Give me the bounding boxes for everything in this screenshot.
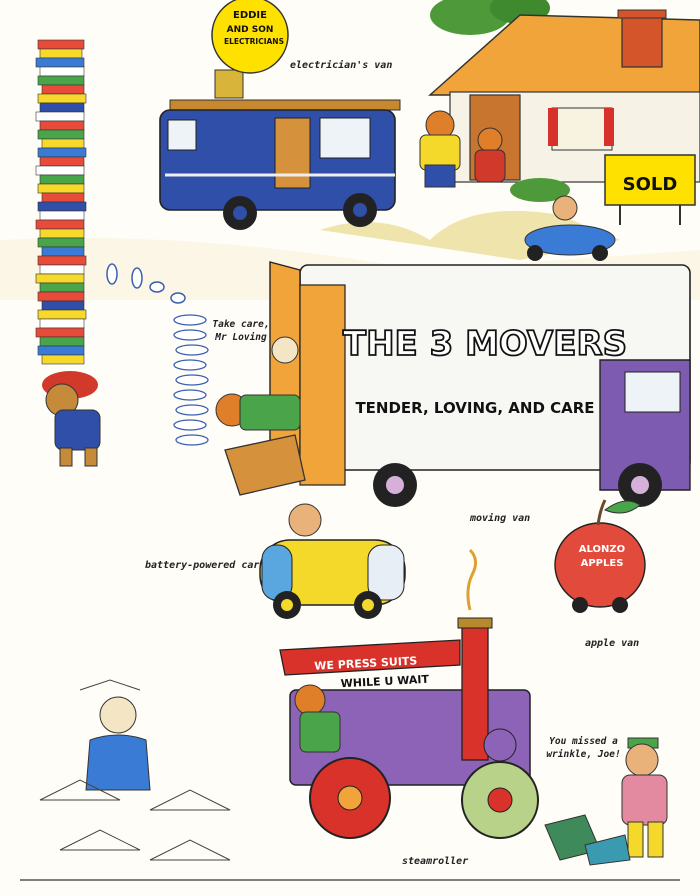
battery-car [259,503,406,619]
rabbit-blue-car [524,195,616,261]
moving-van: THE 3 MOVERS TENDER, LOVING, AND CARE [269,261,691,507]
dog-mover [42,371,101,467]
movers-slogan: TENDER, LOVING, AND CARE [355,399,594,417]
bulb-sign-line1: EDDIE [233,10,267,21]
moving-van-label: moving van [470,513,531,524]
take-care-line2: Mr Loving [215,332,267,343]
fox-mover-with-crate [215,336,306,496]
steamroller-sign-line1: WE PRESS SUITS [314,654,418,672]
bulb-sign-line3: ELECTRICIANS [224,37,284,46]
book-stack [35,39,87,365]
take-care-speech: Take care, Mr Loving [206,318,276,344]
apple-van-label: apple van [585,638,640,649]
apple-van: ALONZO APPLES [554,499,646,613]
cat-with-hangers [39,679,231,861]
wrinkle-line2: wrinkle, Joe! [546,749,621,760]
steamroller-sign-line2: WHILE U WAIT [340,673,429,691]
steamroller-label: steamroller [402,856,469,867]
electrician-van: EDDIE AND SON ELECTRICIANS [159,0,401,230]
fox-electrician [419,110,506,188]
movers-title: THE 3 MOVERS [343,324,627,364]
apple-sign-line1: ALONZO [579,544,625,555]
electrician-van-label: electrician's van [290,60,393,71]
cat-customer [621,737,668,858]
battery-car-label: battery-powered car [145,560,260,571]
clothes-pile [544,814,631,866]
wrinkle-line1: You missed a [549,736,618,747]
sold-sign-text: SOLD [623,174,678,195]
bulb-sign-line2: AND SON [227,25,274,35]
take-care-line1: Take care, [212,319,270,330]
apple-sign-line2: APPLES [581,558,624,569]
flying-plates [106,263,209,446]
wrinkle-speech: You missed a wrinkle, Joe! [536,735,631,761]
steamroller: WE PRESS SUITS WHILE U WAIT [279,548,539,839]
sold-sign: SOLD [604,154,696,225]
